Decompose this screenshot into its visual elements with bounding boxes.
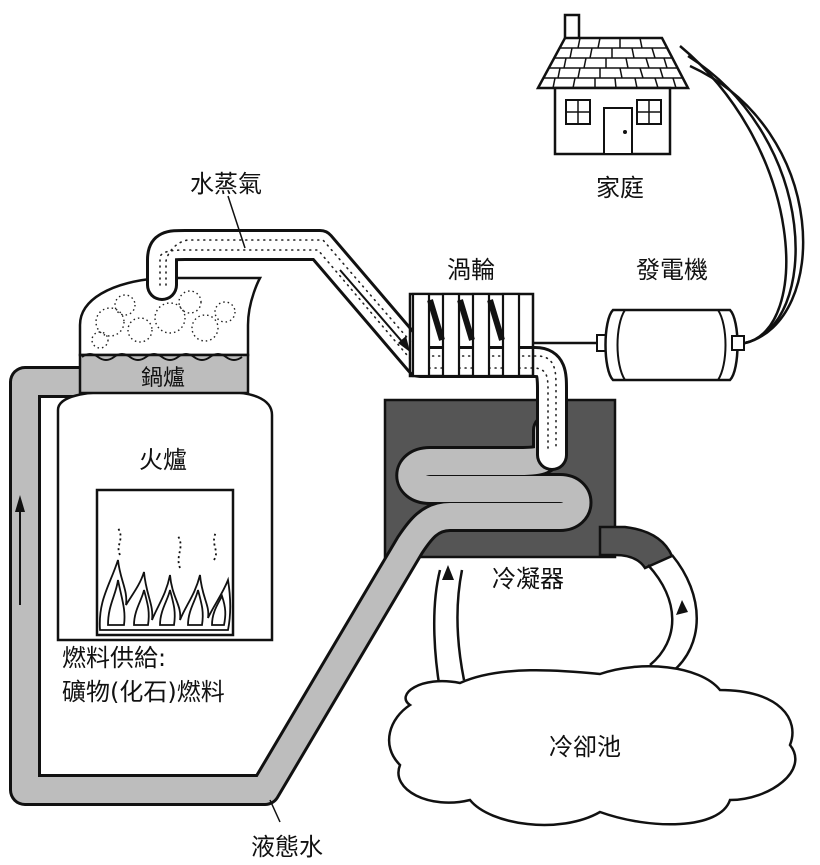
generator-label: 發電機 [636, 256, 708, 284]
cooling-pond [388, 665, 797, 827]
boiler-label: 鍋爐 [141, 366, 185, 391]
steam-label: 水蒸氣 [190, 170, 262, 198]
water-leader [269, 799, 281, 823]
flame-icon [98, 527, 232, 631]
steam-leader [227, 195, 246, 249]
furnace-label: 火爐 [139, 446, 187, 474]
fuel-label-line1: 燃料供給: [62, 644, 166, 672]
fuel-label-line2: 礦物(化石)燃料 [62, 678, 225, 706]
house-label: 家庭 [596, 174, 644, 202]
house-icon [535, 13, 691, 156]
generator-icon [596, 308, 745, 382]
water-pipe [9, 366, 593, 806]
power-lines [679, 45, 805, 345]
boiler [78, 276, 263, 395]
cooling-loop [432, 554, 698, 691]
liquid-water-label: 液態水 [251, 833, 323, 861]
flow-arrows [15, 269, 410, 605]
cooling-pond-label: 冷卻池 [549, 733, 621, 761]
condenser-label: 冷凝器 [492, 565, 564, 593]
turbine-label: 渦輪 [447, 256, 495, 284]
turbine-icon [408, 292, 600, 378]
